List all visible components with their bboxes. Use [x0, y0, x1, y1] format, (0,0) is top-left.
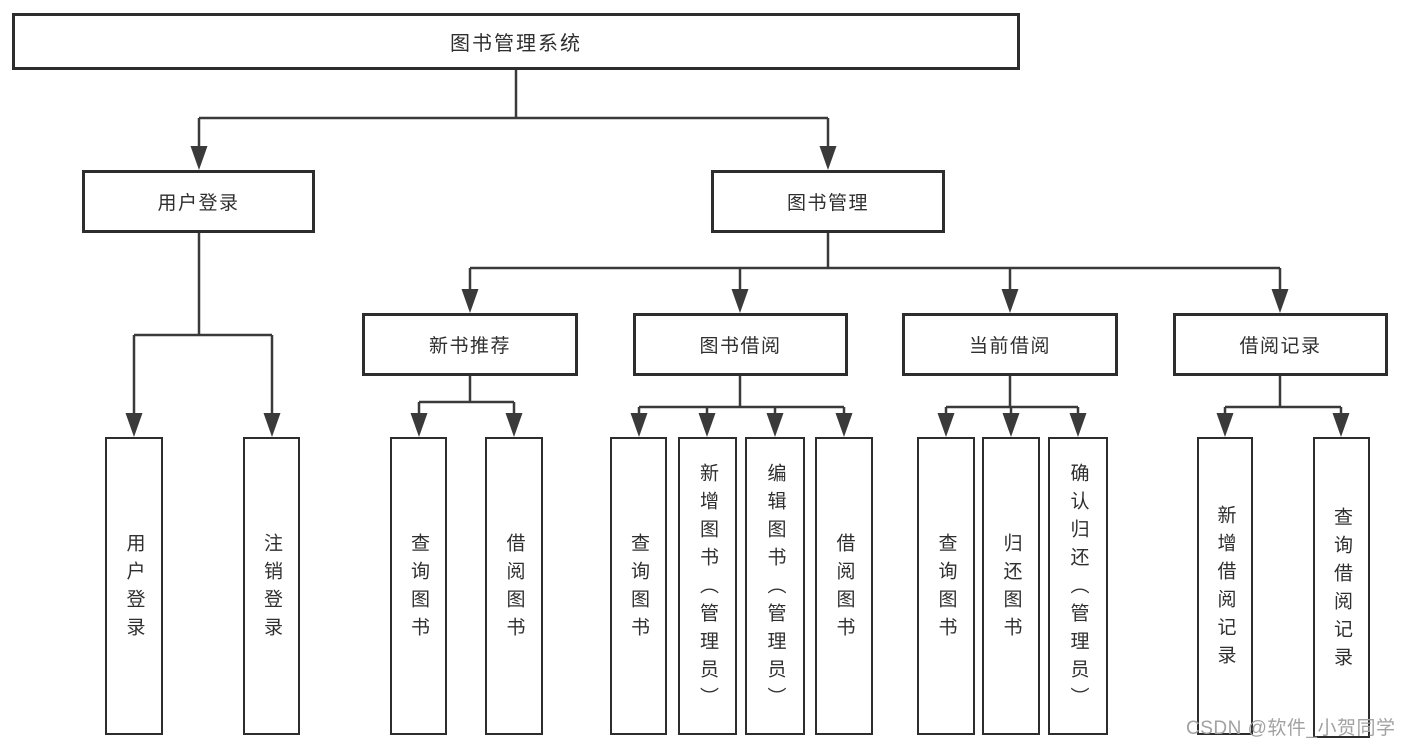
leaf-borrow-books-1: 借阅图书	[485, 437, 543, 735]
node-current-borrow: 当前借阅	[902, 313, 1118, 376]
node-user-login-group: 用户登录	[82, 170, 315, 233]
leaf-query-borrow-record: 查询借阅记录	[1313, 437, 1370, 738]
leaf-borrow-books-2: 借阅图书	[815, 437, 873, 735]
leaf-query-books-2: 查询图书	[610, 437, 667, 735]
leaf-return-books: 归还图书	[982, 437, 1040, 735]
node-borrow-records: 借阅记录	[1173, 313, 1388, 376]
leaf-user-login: 用户登录	[105, 437, 163, 735]
node-new-book-recommend: 新书推荐	[362, 313, 578, 376]
leaf-add-books-admin: 新增图书（管理员）	[678, 437, 737, 735]
arrowheads	[125, 146, 1350, 437]
node-book-management-group: 图书管理	[711, 170, 945, 233]
leaf-add-borrow-record: 新增借阅记录	[1197, 437, 1253, 735]
leaf-confirm-return-admin: 确认归还（管理员）	[1048, 437, 1108, 735]
csdn-watermark: CSDN @软件_小贺同学	[1186, 718, 1396, 739]
node-book-borrow: 图书借阅	[633, 313, 848, 376]
leaf-edit-books-admin: 编辑图书（管理员）	[745, 437, 805, 735]
leaf-logout: 注销登录	[243, 437, 300, 735]
node-root-system: 图书管理系统	[12, 13, 1020, 70]
leaf-query-books-3: 查询图书	[917, 437, 975, 735]
leaf-query-books-1: 查询图书	[390, 437, 447, 735]
